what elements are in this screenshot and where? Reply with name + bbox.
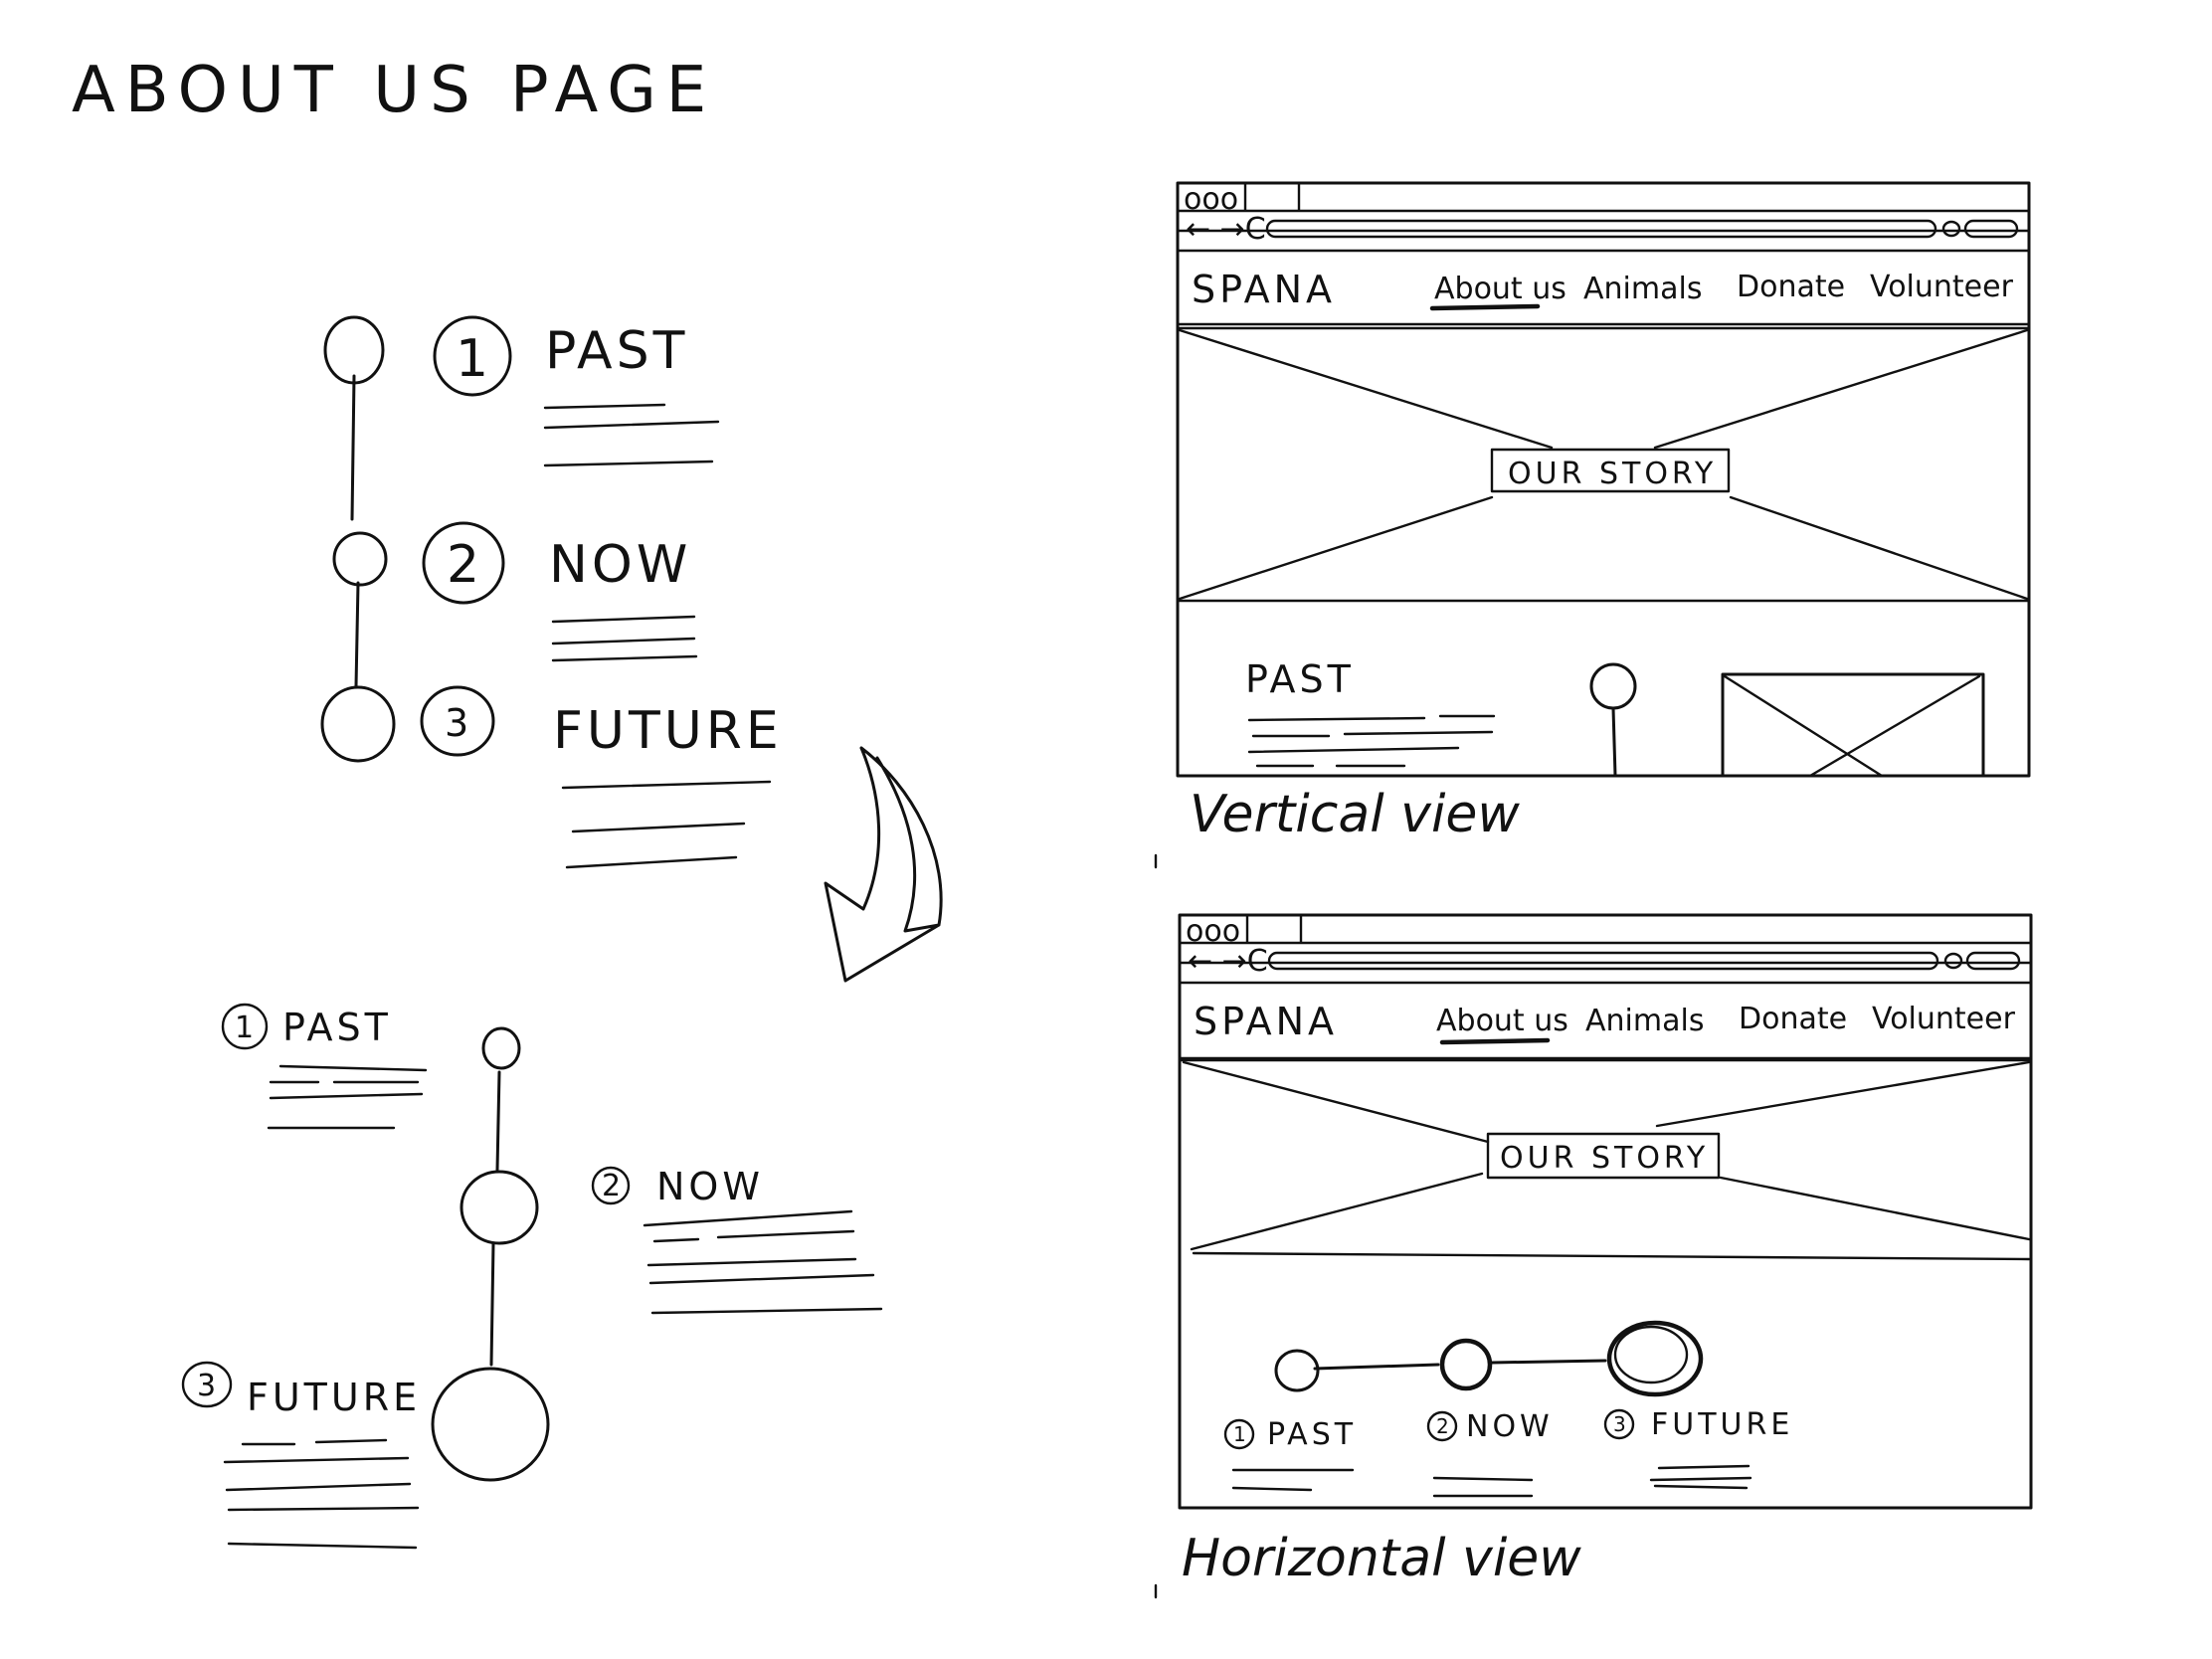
caption-horizontal: Horizontal view [1182,1529,1581,1588]
timeline-node-future [431,1367,550,1482]
timeline-connector [1313,1359,1607,1371]
timeline-stem [1611,706,1617,778]
address-bar [1265,219,1937,239]
section-label-past: PAST [1245,657,1355,701]
placeholder-lines-past [1231,1468,1355,1492]
number-circle-1 [433,315,512,397]
timeline-node-now [1439,1338,1493,1391]
transition-arrow-icon [824,746,943,983]
label-now: NOW [1466,1409,1554,1444]
hero-image-placeholder [1178,1058,2033,1261]
timeline-node-past [323,315,385,385]
timeline-node-now [460,1170,539,1245]
number-2: 2 [1436,1414,1449,1438]
number-circle-1 [221,1003,269,1050]
section-placeholder-lines [1247,714,1496,768]
nav-controls: ← →C [1186,212,1266,247]
active-nav-underline [1429,303,1541,311]
label-future: FUTURE [553,701,783,761]
number-1: 1 [235,1011,254,1045]
nav-donate: Donate [1739,1002,1847,1036]
nav-volunteer: Volunteer [1870,270,2014,304]
caption-vertical: Vertical view [1190,785,1520,844]
number-1: 1 [1233,1422,1246,1446]
timeline-node-future-halo [1613,1325,1689,1384]
brand-logo: SPANA [1192,268,1336,311]
timeline-connector [350,374,360,688]
number-3: 3 [1613,1412,1626,1436]
nav-about-us: About us [1436,1004,1568,1038]
tab-bar [1178,913,2033,965]
timeline-node [1589,662,1637,710]
nav-controls: ← →C [1188,944,1268,979]
section-image-placeholder [1721,672,1985,778]
tab-bar [1176,181,2031,233]
number-1: 1 [456,329,488,389]
number-3: 3 [445,701,468,745]
label-future: FUTURE [247,1376,421,1419]
address-bar [1267,951,1939,971]
hero-image-cross [1178,328,2029,601]
section-image-cross [1723,674,1981,778]
nav-animals: Animals [1585,1004,1704,1038]
label-future: FUTURE [1651,1407,1793,1442]
label-now: NOW [656,1165,764,1208]
timeline-node-now [332,531,388,587]
menu-dot-icon [1941,220,1961,238]
browser-frame [1178,913,2033,1510]
window-controls: ooo [1186,914,1240,949]
number-circle-3 [1603,1408,1635,1440]
nav-donate: Donate [1737,270,1845,304]
hero-label-box [1486,1132,1721,1180]
extension-pill [1963,219,2019,239]
timeline-connector [489,1070,501,1367]
timeline-node-past [481,1026,521,1070]
hero-label: OUR STORY [1508,457,1717,491]
nav-animals: Animals [1583,272,1702,306]
placeholder-lines-past [267,1064,428,1130]
label-past: PAST [545,321,688,381]
number-2: 2 [602,1169,621,1203]
label-past: PAST [1267,1417,1357,1452]
nav-volunteer: Volunteer [1872,1002,2016,1036]
number-circle-2 [1426,1410,1458,1442]
hero-image-placeholder [1176,326,2031,603]
page-title: ABOUT US PAGE [72,54,716,127]
extension-pill [1965,951,2021,971]
timeline-node-past [1274,1349,1320,1392]
vertical-timeline: 1 2 3 PAST NOW FUTURE [320,315,783,869]
placeholder-lines-now [551,615,698,662]
number-circle-3 [420,685,495,757]
number-circle-2 [591,1166,631,1205]
placeholder-lines-future [1649,1464,1752,1490]
menu-dot-icon [1943,952,1963,970]
placeholder-lines-now [1432,1476,1534,1498]
browser-wireframe-horizontal: ooo ← →C SPANA About us Animals Donate V… [1178,913,2033,1510]
placeholder-lines-future [561,780,772,869]
placeholder-lines-now [643,1209,883,1315]
label-now: NOW [549,535,691,595]
placeholder-lines-future [223,1438,420,1550]
brand-logo: SPANA [1194,1000,1338,1043]
number-circle-1 [1223,1418,1255,1450]
hero-label-box [1490,448,1731,493]
staggered-timeline: 1 PAST 2 NOW 3 FUTURE [181,1003,883,1550]
browser-wireframe-vertical: ooo ← →C SPANA About us Animals Donate V… [1176,181,2031,778]
number-circle-2 [422,521,505,605]
window-controls: ooo [1184,182,1238,217]
nav-about-us: About us [1434,272,1567,306]
timeline-node-future [1606,1320,1704,1397]
number-2: 2 [447,535,479,595]
timeline-node-future [320,685,396,763]
active-nav-underline [1439,1037,1551,1045]
placeholder-lines-past [543,403,720,467]
number-circle-3 [181,1361,233,1408]
label-past: PAST [282,1006,392,1049]
number-3: 3 [197,1369,216,1403]
hero-label: OUR STORY [1500,1141,1709,1176]
hero-image-cross [1182,1060,2031,1251]
